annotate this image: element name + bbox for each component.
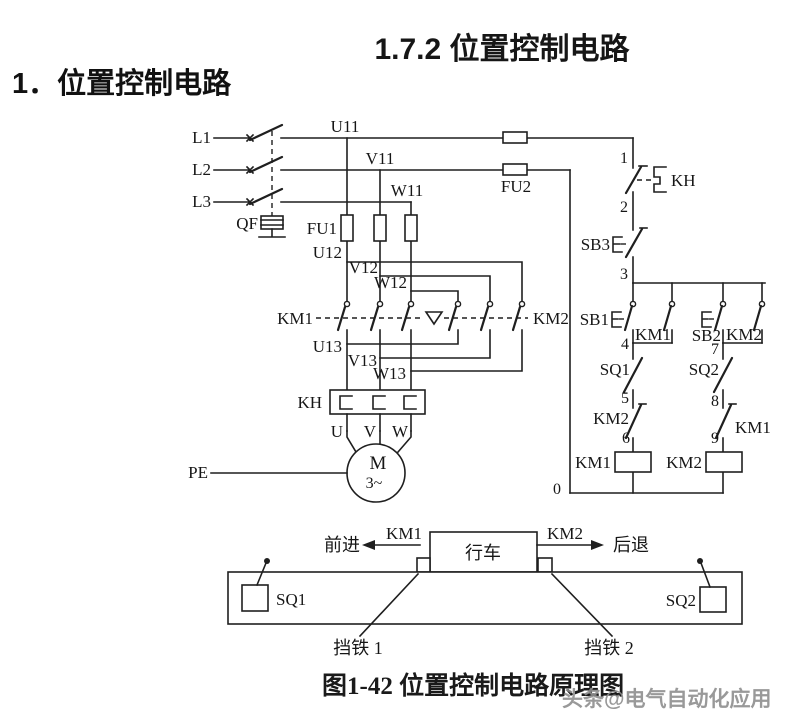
label-sb1: SB1 [580, 310, 609, 329]
label-km2-aux: KM2 [726, 325, 762, 344]
node-2: 2 [620, 199, 628, 216]
label-v11: V11 [366, 149, 395, 168]
label-fu1: FU1 [307, 219, 337, 238]
sb3-stop-button: SB3 [581, 227, 648, 259]
label-w12: W12 [374, 273, 407, 292]
km1-main-contacts: KM1 [277, 300, 415, 391]
label-km1-aux: KM1 [635, 325, 671, 344]
travel-mechanism: KM1 前进 行车 KM2 后退 SQ1 SQ2 挡铁 1 挡铁 2 [227, 524, 743, 658]
bus-wires [280, 137, 634, 203]
label-km2-coil: KM2 [666, 453, 702, 472]
label-km1-main: KM1 [277, 309, 313, 328]
label-km1-direction: KM1 [386, 524, 422, 543]
label-block2: 挡铁 2 [584, 638, 634, 658]
label-sb3: SB3 [581, 235, 610, 254]
sq2-switch: SQ2 [666, 558, 727, 613]
label-u11: U11 [331, 117, 360, 136]
label-backward: 后退 [613, 535, 649, 555]
arrow-right-icon [591, 540, 604, 550]
label-km1-coil: KM1 [575, 453, 611, 472]
motor-phase: 3~ [366, 475, 383, 492]
motor: M 3~ [346, 430, 412, 503]
kh-contact: KH [624, 165, 696, 195]
label-sq1-switch: SQ1 [276, 590, 306, 609]
label-fu2: FU2 [501, 177, 531, 196]
label-u12: U12 [313, 243, 342, 262]
label-l3: L3 [192, 192, 211, 211]
node-8: 8 [711, 393, 719, 410]
km1-coil [614, 451, 652, 473]
label-pe: PE [188, 463, 208, 482]
kh-thermal-relay: KH [297, 389, 426, 432]
label-w13: W13 [373, 364, 406, 383]
fu1-fuses: FU1 [307, 137, 418, 302]
linkage-triangle [424, 311, 444, 326]
label-terminal-u: U [331, 422, 343, 441]
cart-stop-block-right [537, 557, 553, 573]
forward-branch: SB1 KM1 4 SQ1 5 KM2 6 KM1 [575, 282, 676, 494]
pointer-block2 [550, 572, 614, 638]
node-4: 4 [621, 336, 629, 353]
label-qf: QF [236, 214, 258, 233]
label-km2-interlock: KM2 [593, 409, 629, 428]
label-sq2-switch: SQ2 [666, 591, 696, 610]
label-block1: 挡铁 1 [333, 638, 383, 658]
km2-coil [705, 451, 743, 473]
node-6: 6 [622, 430, 630, 447]
label-km2-direction: KM2 [547, 524, 583, 543]
label-forward: 前进 [324, 535, 360, 555]
reverse-branch: SB2 KM2 7 SQ2 8 KM1 9 KM2 [666, 282, 771, 494]
label-sq1-contact: SQ1 [600, 360, 630, 379]
section-title: 1.7.2 位置控制电路 [374, 32, 630, 66]
label-kh-power: KH [297, 393, 322, 412]
label-cart: 行车 [465, 543, 501, 563]
control-circuit: 1 KH 2 SB3 3 SB1 [553, 137, 771, 498]
sq1-switch: SQ1 [241, 558, 306, 612]
page-subtitle: 1．位置控制电路 [12, 66, 232, 100]
label-terminal-v: V [364, 422, 377, 441]
label-v12: V12 [349, 258, 378, 277]
motor-letter: M [370, 453, 387, 474]
node-3: 3 [620, 266, 628, 283]
qf-breaker: QF [213, 123, 286, 238]
label-kh-contact: KH [671, 171, 696, 190]
contact-linkage [316, 311, 528, 326]
cart-stop-block-left [416, 557, 431, 573]
power-circuit: L1 L2 L3 QF U11 V11 W11 [188, 117, 634, 503]
label-w11: W11 [391, 181, 423, 200]
label-u13: U13 [313, 337, 342, 356]
label-v13: V13 [348, 351, 377, 370]
label-l1: L1 [192, 128, 211, 147]
node-7: 7 [711, 341, 719, 358]
label-km2-main: KM2 [533, 309, 569, 328]
track-bed [227, 571, 743, 625]
arrow-left-icon [362, 540, 375, 550]
label-sq2-contact: SQ2 [689, 360, 719, 379]
cart-box [429, 531, 538, 573]
label-sb2: SB2 [692, 326, 721, 345]
figure-caption: 图1-42 位置控制电路原理图 [322, 671, 624, 700]
pe-earth: PE [188, 463, 348, 482]
watermark: 头条@电气自动化应用 [562, 687, 771, 711]
pointer-block1 [358, 572, 420, 638]
node-1: 1 [620, 150, 628, 167]
label-km1-interlock: KM1 [735, 418, 771, 437]
qf-mechanism-box [260, 215, 284, 230]
label-terminal-w: W [392, 422, 409, 441]
node-9: 9 [711, 430, 719, 447]
node-0: 0 [553, 481, 561, 498]
label-l2: L2 [192, 160, 211, 179]
node-5: 5 [621, 390, 629, 407]
fu2-fuses: FU2 [501, 131, 531, 196]
